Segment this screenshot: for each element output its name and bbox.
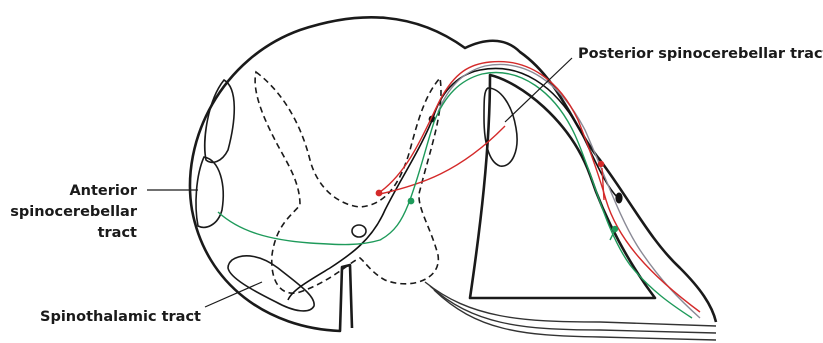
label-anterior-spinocerebellar-line3: tract — [98, 225, 137, 241]
label-spinothalamic: Spinothalamic tract — [40, 309, 201, 325]
anterior-spinocerebellar-region-lower — [196, 157, 223, 227]
red-pathway — [380, 62, 700, 312]
label-anterior-spinocerebellar-line2: spinocerebellar — [10, 204, 138, 220]
red-neuron-soma — [376, 190, 383, 197]
label-anterior-spinocerebellar-line1: Anterior — [69, 183, 137, 199]
dorsal-root-ganglion — [470, 75, 655, 298]
label-posterior-spinocerebellar: Posterior spinocerebellar tract — [578, 46, 823, 62]
central-canal — [352, 225, 366, 237]
grey-matter-outline — [255, 72, 441, 293]
red-ganglion-cell — [598, 161, 604, 167]
nerve-root-line-2 — [430, 286, 716, 333]
spinal-cord-outline — [190, 17, 716, 331]
green-ganglion-cell — [612, 226, 618, 232]
black-ganglion-cell — [615, 193, 622, 204]
spinothalamic-region — [228, 256, 314, 311]
green-neuron-soma — [408, 198, 415, 205]
